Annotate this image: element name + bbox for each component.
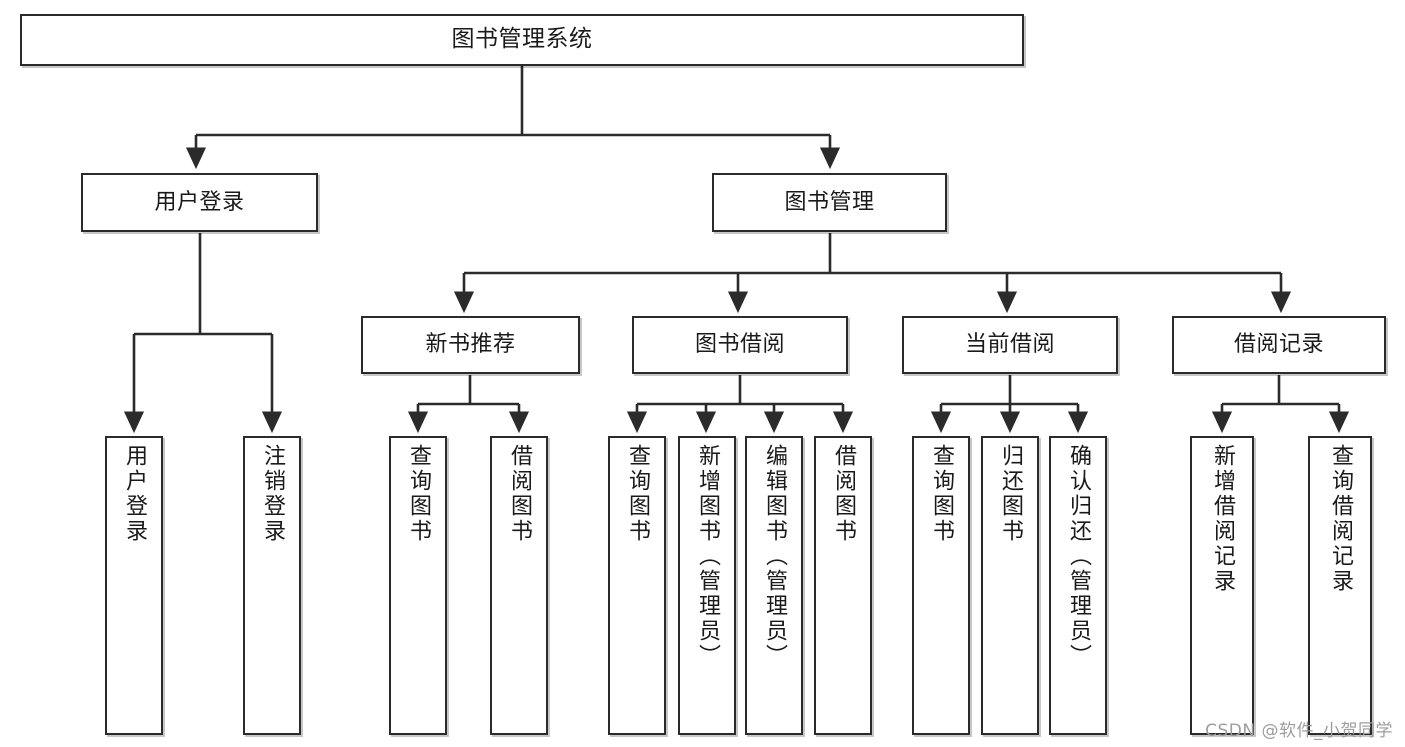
node-leaf-borrow-book-2[interactable]: 借阅图书 <box>814 436 872 735</box>
node-leaf-query-book-1[interactable]: 查询图书 <box>389 436 447 735</box>
node-leaf-user-login-label: 用户登录 <box>122 444 147 544</box>
node-user-login[interactable]: 用户登录 <box>81 173 318 232</box>
node-book-borrow-label: 图书借阅 <box>694 332 785 358</box>
node-current-borrow[interactable]: 当前借阅 <box>902 316 1118 374</box>
node-leaf-return-book-label: 归还图书 <box>998 444 1023 544</box>
node-leaf-query-book-2[interactable]: 查询图书 <box>608 436 666 735</box>
node-leaf-user-logout-label: 注销登录 <box>260 444 285 544</box>
node-leaf-add-record[interactable]: 新增借阅记录 <box>1190 436 1254 735</box>
node-new-book-recommend[interactable]: 新书推荐 <box>361 316 580 374</box>
node-leaf-borrow-book-2-label: 借阅图书 <box>831 444 856 544</box>
node-borrow-record[interactable]: 借阅记录 <box>1172 316 1386 374</box>
node-leaf-confirm-return-label: 确认归还（管理员） <box>1066 444 1091 669</box>
node-root[interactable]: 图书管理系统 <box>20 14 1024 66</box>
node-leaf-query-book-3[interactable]: 查询图书 <box>912 436 970 735</box>
node-book-borrow[interactable]: 图书借阅 <box>632 316 848 374</box>
node-leaf-confirm-return[interactable]: 确认归还（管理员） <box>1049 436 1107 735</box>
node-leaf-add-record-label: 新增借阅记录 <box>1210 444 1235 594</box>
node-leaf-borrow-book-1[interactable]: 借阅图书 <box>490 436 548 735</box>
node-root-label: 图书管理系统 <box>451 26 593 53</box>
node-new-book-recommend-label: 新书推荐 <box>425 332 516 358</box>
node-leaf-return-book[interactable]: 归还图书 <box>981 436 1039 735</box>
node-book-management[interactable]: 图书管理 <box>712 173 947 232</box>
node-leaf-query-book-3-label: 查询图书 <box>929 444 954 544</box>
node-leaf-query-book-2-label: 查询图书 <box>625 444 650 544</box>
node-borrow-record-label: 借阅记录 <box>1233 332 1324 358</box>
node-leaf-add-book[interactable]: 新增图书（管理员） <box>678 436 736 735</box>
node-leaf-edit-book-label: 编辑图书（管理员） <box>762 444 787 669</box>
node-leaf-user-logout[interactable]: 注销登录 <box>243 436 301 735</box>
node-leaf-query-record[interactable]: 查询借阅记录 <box>1308 436 1372 735</box>
node-book-management-label: 图书管理 <box>784 189 875 215</box>
node-leaf-add-book-label: 新增图书（管理员） <box>695 444 720 669</box>
node-leaf-query-book-1-label: 查询图书 <box>406 444 431 544</box>
node-leaf-user-login[interactable]: 用户登录 <box>105 436 163 735</box>
node-current-borrow-label: 当前借阅 <box>964 332 1055 358</box>
node-user-login-label: 用户登录 <box>154 189 245 215</box>
node-leaf-edit-book[interactable]: 编辑图书（管理员） <box>745 436 803 735</box>
node-leaf-borrow-book-1-label: 借阅图书 <box>507 444 532 544</box>
node-leaf-query-record-label: 查询借阅记录 <box>1328 444 1353 594</box>
